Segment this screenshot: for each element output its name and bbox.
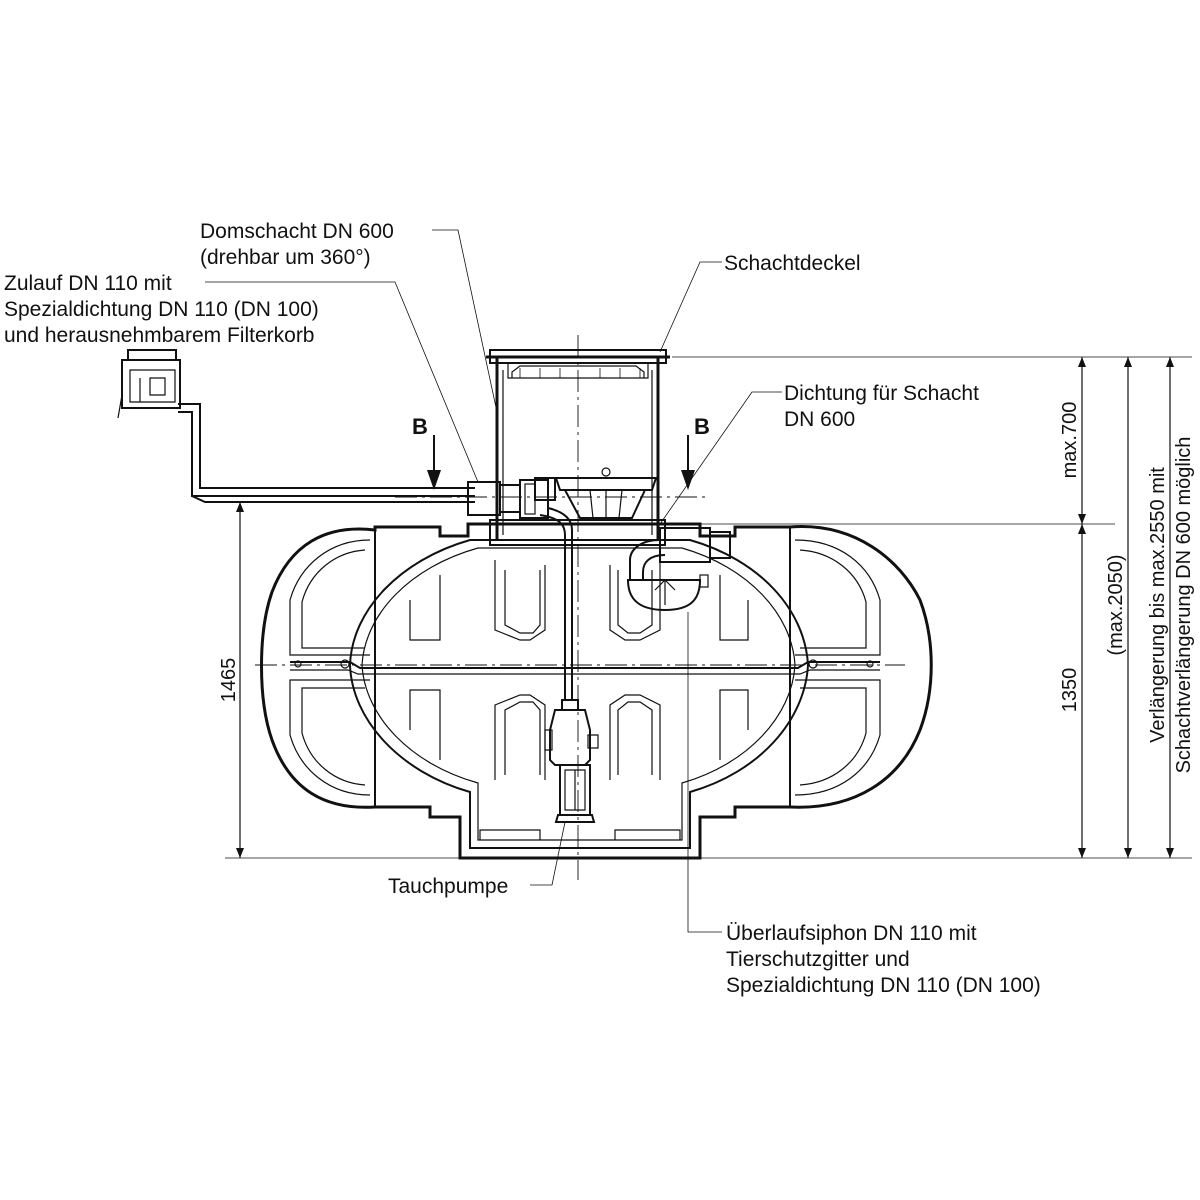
section-markers [427,435,695,490]
ueberlauf-label-line2: Tierschutzgitter und [726,948,910,971]
dichtung-label-line1: Dichtung für Schacht [784,382,979,405]
leader-lines [205,229,782,933]
dimension-labels: 1465 max.700 1350 (max.2050) Verlängerun… [218,402,1195,774]
section-label-right: B [694,414,710,439]
dim-shaft-max: max.700 [1059,402,1081,479]
annotation-labels: Domschacht DN 600 (drehbar um 360°) Scha… [4,220,1041,997]
domschacht-label-line2: (drehbar um 360°) [200,246,371,269]
dimension-lines [205,356,1192,859]
zulauf-label-line3: und herausnehmbarem Filterkorb [4,324,315,347]
section-label-left: B [412,414,428,439]
tauchpumpe-label: Tauchpumpe [388,875,508,898]
dome-shaft [486,349,670,546]
domschacht-label-line1: Domschacht DN 600 [200,220,394,243]
dichtung-label-line2: DN 600 [784,408,855,431]
ueberlauf-label-line1: Überlaufsiphon DN 110 mit [726,922,977,945]
zulauf-label-line1: Zulauf DN 110 mit [4,272,172,295]
dim-tank-height: 1350 [1059,668,1081,713]
schachtdeckel-label: Schachtdeckel [724,252,861,275]
dim-extension-line2: Schachtverlängerung DN 600 möglich [1173,437,1195,774]
cover-grating [519,368,641,378]
filter-box [117,349,181,419]
overflow-siphon [626,527,731,612]
tank-body [260,522,933,860]
zulauf-label-line2: Spezialdichtung DN 110 (DN 100) [4,298,319,321]
ueberlauf-label-line3: Spezialdichtung DN 110 (DN 100) [726,974,1041,997]
dim-total-max: (max.2050) [1105,554,1127,655]
dim-height-left: 1465 [218,658,240,703]
dim-extension-line1: Verlängerung bis max.2550 mit [1147,467,1169,743]
submersible-pump [544,699,599,823]
filter-basket [554,467,658,519]
